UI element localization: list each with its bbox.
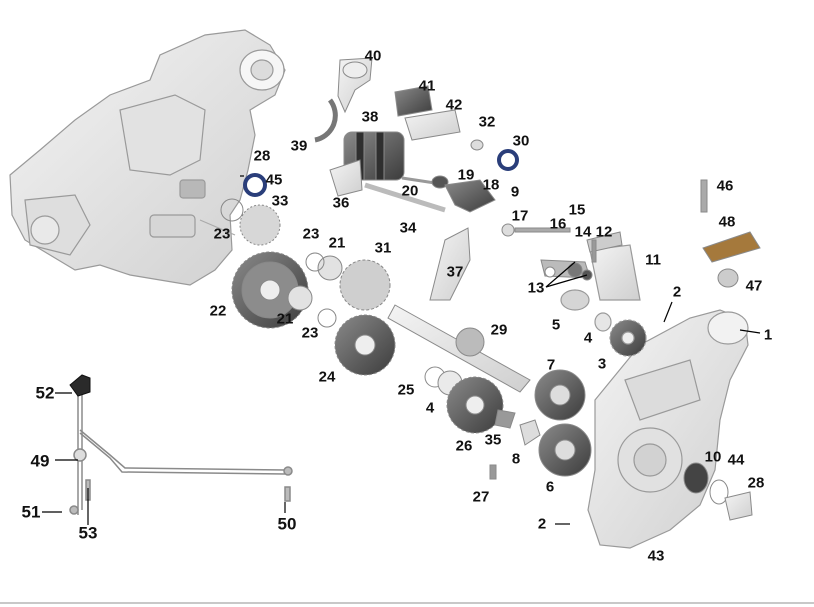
callout-28-right: 28 [747, 474, 765, 492]
callout-17: 17 [511, 207, 529, 225]
callout-11: 11 [645, 251, 661, 269]
callout-18: 18 [482, 176, 500, 194]
callout-21: 21 [328, 234, 346, 252]
callout-12: 12 [595, 223, 613, 241]
callout-24: 24 [318, 368, 336, 386]
callout-30: 30 [512, 132, 530, 150]
callout-43: 43 [647, 547, 665, 565]
callout-49: 49 [30, 451, 50, 471]
callout-20: 20 [401, 182, 419, 200]
callout-19: 19 [457, 166, 475, 184]
callout-42: 42 [445, 96, 463, 114]
callout-23-mid: 23 [302, 225, 320, 243]
callout-25: 25 [397, 381, 415, 399]
callout-33: 33 [271, 192, 289, 210]
callout-31: 31 [374, 239, 392, 257]
callout-2-lower: 2 [537, 515, 547, 533]
shift-mechanism-parts [314, 57, 496, 301]
right-cover-housing [560, 244, 749, 549]
callout-46: 46 [716, 177, 734, 195]
callout-14: 14 [574, 223, 592, 241]
callout-7: 7 [546, 356, 556, 374]
callout-41: 41 [418, 77, 436, 95]
callout-52: 52 [35, 383, 55, 403]
callout-37: 37 [446, 263, 464, 281]
callout-23: 23 [213, 225, 231, 243]
callout-28: 28 [253, 147, 271, 165]
bottom-border [0, 602, 814, 604]
callout-5: 5 [551, 316, 561, 334]
callout-6: 6 [545, 478, 555, 496]
left-crankcase-housing [9, 29, 286, 286]
callout-21-lower: 21 [276, 310, 294, 328]
callout-48: 48 [718, 213, 736, 231]
callout-39: 39 [290, 137, 308, 155]
callout-27: 27 [472, 488, 490, 506]
callout-15: 15 [568, 201, 586, 219]
callout-32: 32 [478, 113, 496, 131]
callout-51: 51 [21, 502, 41, 522]
shift-linkage-assembly [69, 395, 293, 515]
callout-35: 35 [484, 431, 502, 449]
callout-53: 53 [78, 523, 98, 543]
callout-44: 44 [727, 451, 745, 469]
callout-13: 13 [527, 279, 545, 297]
callout-45: 45 [265, 171, 283, 189]
callout-23-lower: 23 [301, 324, 319, 342]
top-right-small-parts [501, 179, 761, 288]
callout-1: 1 [763, 326, 773, 344]
callout-3: 3 [597, 355, 607, 373]
callout-36: 36 [332, 194, 350, 212]
callout-4-lower: 4 [425, 399, 435, 417]
callout-10: 10 [704, 448, 722, 466]
callout-47: 47 [745, 277, 763, 295]
callout-16: 16 [549, 215, 567, 233]
callout-22: 22 [209, 302, 227, 320]
leader-lines [42, 175, 761, 525]
shift-knob [69, 374, 91, 397]
callout-4: 4 [583, 329, 593, 347]
callout-34: 34 [399, 219, 417, 237]
callout-50: 50 [277, 514, 297, 534]
main-shaft [387, 304, 592, 480]
seal-and-cup-parts [683, 462, 753, 521]
callout-29: 29 [490, 321, 508, 339]
callout-26: 26 [455, 437, 473, 455]
callout-9: 9 [510, 183, 520, 201]
gear-cluster [220, 149, 519, 376]
callout-2: 2 [672, 283, 682, 301]
callout-38: 38 [361, 108, 379, 126]
callout-8: 8 [511, 450, 521, 468]
callout-40: 40 [364, 47, 382, 65]
